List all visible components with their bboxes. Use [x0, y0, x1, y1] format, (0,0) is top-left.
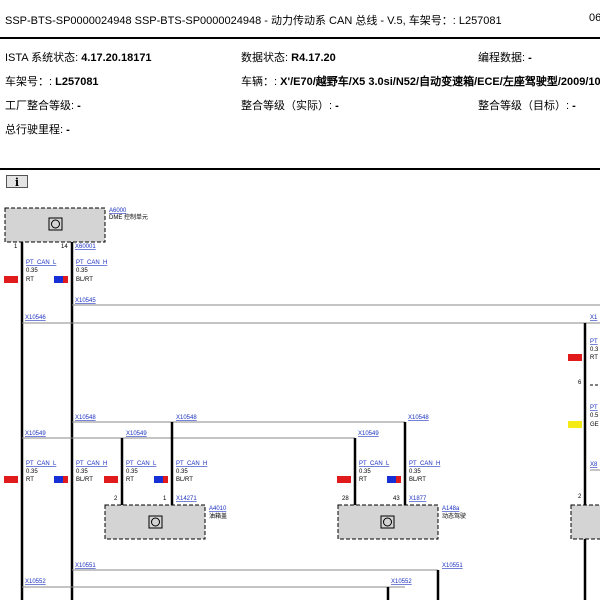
splice-x10552[interactable]: X10552 — [391, 579, 412, 585]
data-status: 数据状态: R4.17.20 — [241, 52, 336, 64]
programming-data: 编程数据: - — [478, 52, 532, 64]
wire-color: RT — [26, 477, 34, 483]
dme-name: DME 控制单元 — [109, 213, 148, 221]
dme-pin-14: 14 — [61, 244, 68, 250]
vin-number: 车架号：: L257081 — [5, 76, 99, 88]
color-swatch-yellow — [568, 421, 582, 428]
wire-label-cut[interactable]: PT — [590, 405, 598, 411]
wire-size: 0.35 — [409, 469, 421, 475]
wire-label-can-l[interactable]: PT_CAN_L — [26, 461, 57, 467]
wire-color: RT — [359, 477, 367, 483]
a4010-unit-icon — [148, 515, 163, 529]
splice-x10549[interactable]: X10549 — [126, 431, 147, 437]
color-swatch-blue-red — [387, 476, 401, 483]
total-mileage: 总行驶里程: - — [5, 124, 70, 136]
splice-x10551[interactable]: X10551 — [75, 563, 96, 569]
wire-size: 0.35 — [76, 268, 88, 274]
wire-label-can-h[interactable]: PT_CAN_H — [176, 461, 207, 467]
splice-x10549[interactable]: X10549 — [358, 431, 379, 437]
color-swatch-red — [337, 476, 351, 483]
cut-module-box[interactable] — [570, 504, 600, 540]
color-swatch-red — [568, 354, 582, 361]
header-divider — [0, 37, 600, 39]
window-title: SSP-BTS-SP0000024948 SSP-BTS-SP000002494… — [5, 15, 502, 27]
info-button[interactable]: i — [6, 175, 28, 189]
wire-label-can-h[interactable]: PT_CAN_H — [76, 461, 107, 467]
color-swatch-blue-red — [54, 276, 68, 283]
wire-color: BL/RT — [76, 477, 93, 483]
pin-6: 6 — [578, 380, 582, 386]
wire-size: 0.35 — [76, 469, 88, 475]
splice-x10548[interactable]: X10548 — [408, 415, 429, 421]
wire-color: RT — [126, 477, 134, 483]
splice-x10548[interactable]: X10548 — [176, 415, 197, 421]
wire-size: 0.3 — [590, 347, 599, 353]
color-swatch-red — [4, 276, 18, 283]
a4010-pin-2: 2 — [114, 496, 118, 502]
splice-x10546[interactable]: X10546 — [25, 315, 46, 321]
a4010-id-link[interactable]: A4010 — [209, 506, 227, 512]
wire-label-can-h[interactable]: PT_CAN_H — [409, 461, 440, 467]
color-swatch-blue-red — [54, 476, 68, 483]
wire-color: RT — [590, 355, 598, 361]
wire-size: 0.35 — [26, 268, 38, 274]
dme-box[interactable] — [4, 207, 106, 243]
color-swatch-red — [104, 476, 118, 483]
wire-label-can-l[interactable]: PT_CAN_L — [359, 461, 390, 467]
wire-size: 0.35 — [126, 469, 138, 475]
splice-x10548[interactable]: X10548 — [75, 415, 96, 421]
wire-color: BL/RT — [76, 277, 93, 283]
color-swatch-blue-red — [154, 476, 168, 483]
splice-cut[interactable]: X8 — [590, 462, 598, 468]
a148a-pin-28: 28 — [342, 496, 349, 502]
integration-level-actual: 整合等级（实际）: - — [241, 100, 339, 112]
ista-status: ISTA 系统状态: 4.17.20.18171 — [5, 52, 152, 64]
color-swatch-red — [4, 476, 18, 483]
page-number: 06 — [589, 12, 600, 24]
wire-size: 0.5 — [590, 413, 599, 419]
a148a-box[interactable] — [337, 504, 439, 540]
splice-x10551[interactable]: X10551 — [442, 563, 463, 569]
wire-color: RT — [26, 277, 34, 283]
wire-color: BL/RT — [409, 477, 426, 483]
vehicle-description: 车辆：: X'/E70/越野车/X5 3.0si/N52/自动变速箱/ECE/左… — [241, 76, 600, 88]
a148a-id-link[interactable]: A148a — [442, 506, 460, 512]
wire-color: GE — [590, 422, 599, 428]
splice-cut[interactable]: X1 — [590, 315, 598, 321]
dme-id-link[interactable]: A6000 — [109, 208, 127, 214]
a4010-name: 油箱盖 — [209, 512, 227, 520]
dme-pin-1: 1 — [14, 244, 18, 250]
info-divider — [0, 168, 600, 170]
a4010-box[interactable] — [104, 504, 206, 540]
dme-unit-icon — [48, 217, 63, 231]
wire-label-can-l[interactable]: PT_CAN_L — [126, 461, 157, 467]
a148a-pin-43: 43 — [393, 496, 400, 502]
wire-size: 0.35 — [26, 469, 38, 475]
splice-x10549[interactable]: X10549 — [25, 431, 46, 437]
a4010-pin-1: 1 — [163, 496, 167, 502]
connector-x60001[interactable]: X60001 — [75, 244, 96, 250]
splice-x10545[interactable]: X10545 — [75, 298, 96, 304]
wire-color: BL/RT — [176, 477, 193, 483]
a148a-name: 动态驾驶 — [442, 512, 466, 520]
connector-x14271[interactable]: X14271 — [176, 496, 197, 502]
wire-size: 0.35 — [359, 469, 371, 475]
pin-2: 2 — [578, 494, 582, 500]
wire-label-can-l[interactable]: PT_CAN_L — [26, 260, 57, 266]
wire-size: 0.35 — [176, 469, 188, 475]
integration-level-target: 整合等级（目标）: - — [478, 100, 576, 112]
a148a-unit-icon — [380, 515, 395, 529]
factory-integration-level: 工厂整合等级: - — [5, 100, 81, 112]
connector-x1877[interactable]: X1877 — [409, 496, 427, 502]
splice-x10552[interactable]: X10552 — [25, 579, 46, 585]
wire-label-can-h[interactable]: PT_CAN_H — [76, 260, 107, 266]
wire-label-cut[interactable]: PT — [590, 339, 598, 345]
